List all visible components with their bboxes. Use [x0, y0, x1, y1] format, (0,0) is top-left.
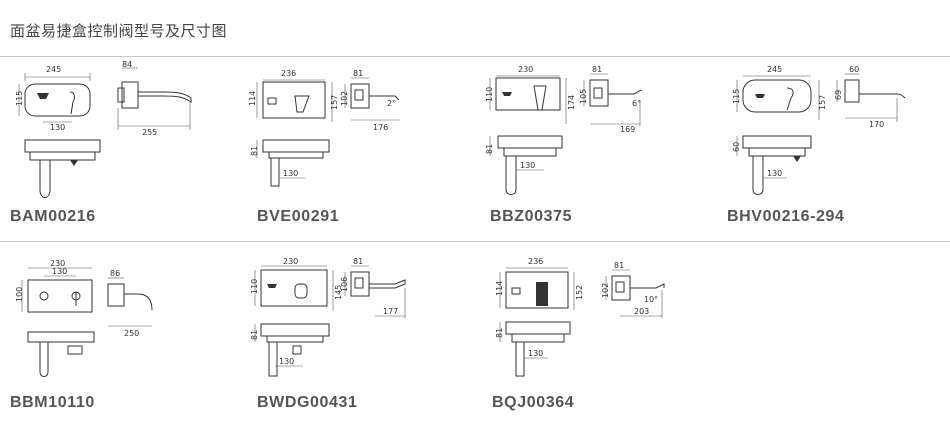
faucet-dimension-drawing: 245 115 157 60 69 170 60 130 [732, 65, 906, 195]
faucet-dimension-drawing: 236 114 157 81 102 2° 176 81 130 [248, 69, 400, 187]
product-card-bqj00364: 236 114 152 81 102 10° 203 81 130 BQJ003… [480, 246, 710, 411]
dim-body-depth: 81 [485, 144, 494, 154]
model-number: BQJ00364 [492, 394, 575, 411]
dim-spacing: 130 [520, 161, 535, 170]
dim-total-height: 145 [334, 285, 343, 300]
faucet-dimension-drawing: 245 115 130 84 255 [15, 60, 192, 198]
model-number: BAM00216 [10, 208, 96, 225]
product-card-bhv00216-294: 245 115 157 60 69 170 60 130 BHV00216-29… [715, 60, 945, 225]
model-number: BBM10110 [10, 394, 95, 411]
model-number: BWDG00431 [257, 394, 358, 411]
dim-spout-length: 255 [142, 128, 157, 137]
dim-face-width: 230 [518, 65, 533, 74]
dim-face-width: 236 [528, 257, 543, 266]
product-card-bbm10110: 230 130 100 86 250 BBM10110 [10, 246, 240, 411]
dim-box-depth: 81 [353, 257, 363, 266]
dim-body-depth: 81 [495, 328, 504, 338]
dim-spacing: 130 [283, 169, 298, 178]
dim-spout-length: 170 [869, 120, 884, 129]
faucet-dimension-drawing: 230 110 174 81 105 6° 169 81 130 [485, 65, 643, 195]
dim-face-width: 230 [50, 259, 65, 268]
dim-box-height: 69 [834, 90, 843, 100]
dim-box-height: 105 [579, 89, 588, 104]
model-number: BVE00291 [257, 208, 340, 225]
dim-face-height: 114 [248, 91, 257, 106]
dim-spacing: 130 [279, 357, 294, 366]
dim-spout-length: 250 [124, 329, 139, 338]
dim-spout-length: 203 [634, 307, 649, 316]
dim-box-depth: 60 [849, 65, 859, 74]
row-divider [0, 241, 950, 242]
faucet-dimension-drawing: 236 114 152 81 102 10° 203 81 130 [495, 257, 665, 377]
dim-face-width: 245 [46, 65, 61, 74]
dim-face-height: 114 [495, 281, 504, 296]
dim-face-height: 100 [15, 287, 24, 302]
dim-spout-length: 177 [383, 307, 398, 316]
dim-face-width: 230 [283, 257, 298, 266]
dim-total-height: 152 [575, 285, 584, 300]
faucet-dimension-drawing: 230 130 100 86 250 [15, 259, 153, 377]
dim-angle: 2° [387, 99, 396, 108]
product-card-bve00291: 236 114 157 81 102 2° 176 81 130 BVE0029… [245, 60, 475, 225]
dim-depth: 86 [110, 269, 120, 278]
dim-body-depth: 81 [250, 146, 259, 156]
dim-angle: 6° [632, 99, 641, 108]
section-divider [0, 56, 950, 57]
dim-face-height: 115 [15, 91, 24, 106]
faucet-dimension-drawing: 230 110 145 81 106 177 81 130 [250, 257, 406, 377]
model-number: BBZ00375 [490, 208, 573, 225]
dim-face-height: 110 [250, 279, 259, 294]
dim-face-width: 236 [281, 69, 296, 78]
dim-total-height: 174 [567, 95, 576, 110]
dim-face-width: 245 [767, 65, 782, 74]
dim-spout-length: 169 [620, 125, 635, 134]
dim-spacing: 130 [528, 349, 543, 358]
dim-angle: 10° [644, 295, 658, 304]
dim-box-height: 102 [601, 283, 610, 298]
dim-box-depth: 81 [353, 69, 363, 78]
dim-spacing: 130 [767, 169, 782, 178]
model-number: BHV00216-294 [727, 208, 845, 225]
dim-box-height: 106 [340, 277, 349, 292]
dim-total-height: 157 [818, 95, 827, 110]
product-card-bbz00375: 230 110 174 81 105 6° 169 81 130 BBZ0037… [480, 60, 710, 225]
dim-box-depth: 81 [614, 261, 624, 270]
dim-spout-length: 176 [373, 123, 388, 132]
dim-box-height: 102 [340, 91, 349, 106]
dim-face-height: 110 [485, 87, 494, 102]
dim-face-height: 115 [732, 89, 741, 104]
dim-total-height: 157 [330, 95, 339, 110]
dim-body-depth: 60 [732, 142, 741, 152]
dim-spacing-top: 130 [52, 267, 67, 276]
product-card-bam00216: 245 115 130 84 255 BAM00216 [10, 60, 240, 225]
dim-body-depth: 81 [250, 330, 259, 340]
dim-depth: 84 [122, 60, 132, 69]
product-card-bwdg00431: 230 110 145 81 106 177 81 130 BWDG00431 [245, 246, 475, 411]
dim-box-depth: 81 [592, 65, 602, 74]
dim-spacing: 130 [50, 123, 65, 132]
page-title: 面盆易捷盒控制阀型号及尺寸图 [10, 22, 228, 40]
